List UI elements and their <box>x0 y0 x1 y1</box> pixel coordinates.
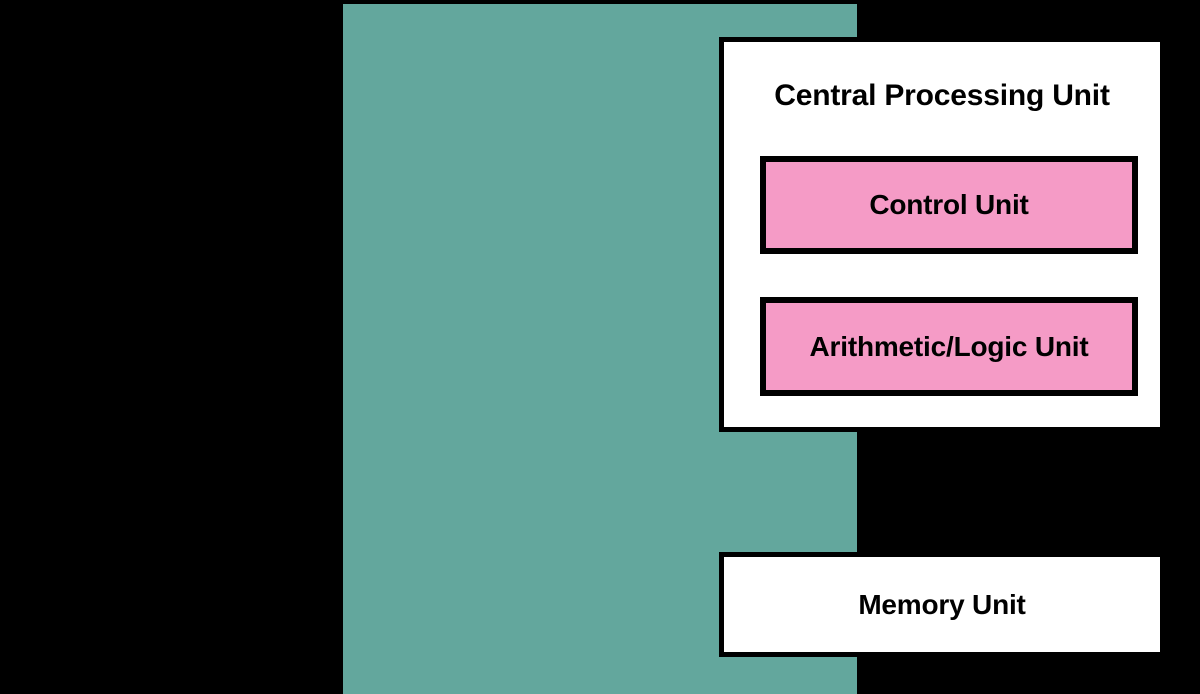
arrow-down-icon <box>904 428 938 554</box>
memory-unit-label: Memory Unit <box>858 588 1026 620</box>
control-unit-box: Control Unit <box>760 156 1138 254</box>
control-unit-label: Control Unit <box>869 189 1029 220</box>
arithmetic-logic-unit-label: Arithmetic/Logic Unit <box>809 330 1089 362</box>
system-panel: Central Processing Unit Control Unit Ari… <box>343 4 1165 694</box>
arithmetic-logic-unit-box: Arithmetic/Logic Unit <box>760 297 1138 396</box>
arrow-up-icon <box>952 430 986 556</box>
cpu-box: Central Processing Unit Control Unit Ari… <box>719 37 1165 432</box>
cpu-title: Central Processing Unit <box>774 79 1110 112</box>
memory-unit-box: Memory Unit <box>719 552 1165 657</box>
